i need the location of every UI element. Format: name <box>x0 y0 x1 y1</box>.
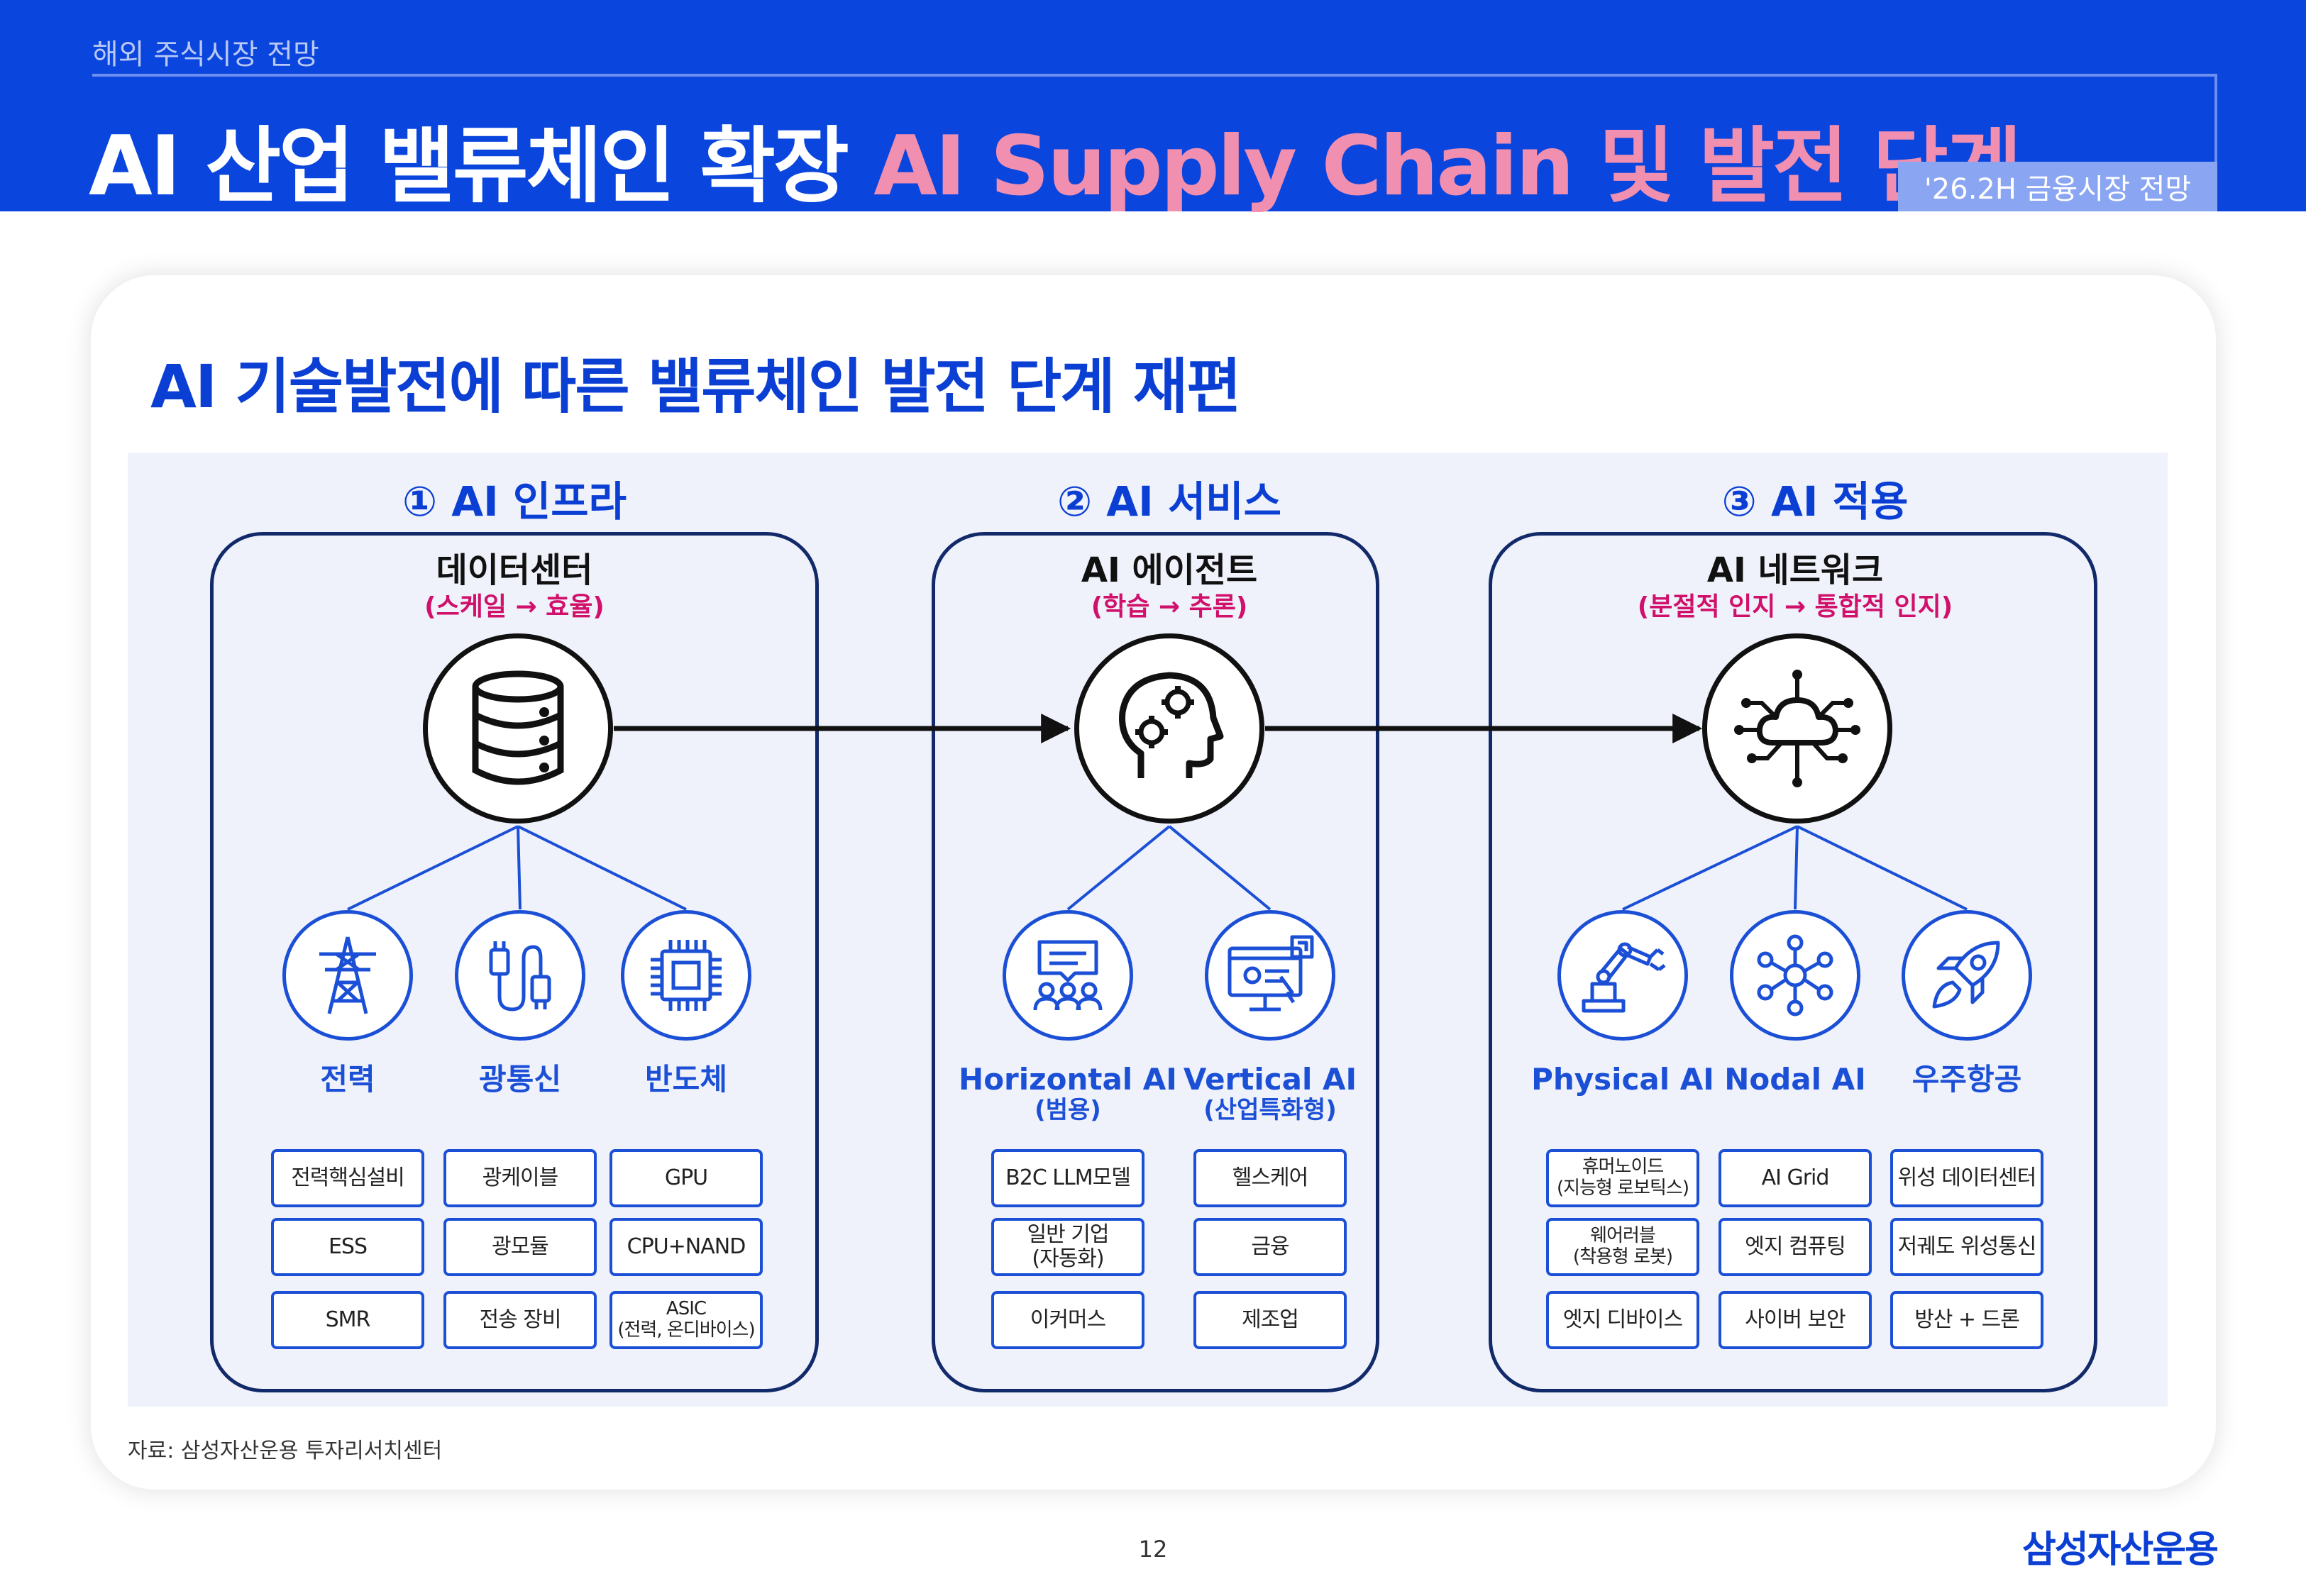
tag-item: 방산 + 드론 <box>1890 1291 2043 1349</box>
branch-paren-horizontal-ai: (범용) <box>1035 1096 1101 1125</box>
page-title-accent: AI Supply Chain 및 발전 단계 <box>873 118 2021 214</box>
branch-label-physical-ai: Physical AI <box>1531 1062 1714 1097</box>
infra-column <box>210 532 819 1392</box>
tag-item: AI Grid <box>1719 1149 1872 1207</box>
ai-network-subtitle: (분절적 인지 → 통합적 인지) <box>1637 592 1953 621</box>
header-band: 해외 주식시장 전망 AI 산업 밸류체인 확장 AI Supply Chain… <box>0 0 2306 214</box>
branch-label-vertical-ai: Vertical AI(산업특화형) <box>1183 1062 1357 1125</box>
power-tower-icon <box>282 910 413 1041</box>
period-badge: '26.2H 금융시장 전망 <box>1898 162 2217 211</box>
ai-agent-title: AI 에이전트 <box>1081 550 1258 590</box>
monitor-profile-icon <box>1205 910 1335 1041</box>
source-note: 자료: 삼성자산운용 투자리서치센터 <box>128 1439 443 1463</box>
ai-agent-subtitle: (학습 → 추론) <box>1091 592 1248 621</box>
tag-item: 엣지 컴퓨팅 <box>1719 1218 1872 1276</box>
branch-label-semiconductor: 반도체 <box>645 1062 727 1097</box>
tag-item: SMR <box>271 1291 424 1349</box>
branch-label-nodal-ai: Nodal AI <box>1724 1062 1866 1097</box>
chat-users-icon <box>1003 910 1133 1041</box>
page-title-main: AI 산업 밸류체인 확장 <box>89 118 849 214</box>
tag-item: 위성 데이터센터 <box>1890 1149 2043 1207</box>
tag-item: 전송 장비 <box>443 1291 597 1349</box>
tag-item: 헬스케어 <box>1193 1149 1347 1207</box>
service-column <box>932 532 1379 1392</box>
tag-item: 웨어러블 (착용형 로봇) <box>1546 1218 1699 1276</box>
branch-label-optical: 광통신 <box>479 1062 561 1097</box>
tag-item: 휴머노이드 (지능형 로보틱스) <box>1546 1149 1699 1207</box>
branch-label-power: 전력 <box>320 1062 375 1097</box>
tag-item: GPU <box>609 1149 763 1207</box>
tag-item: 제조업 <box>1193 1291 1347 1349</box>
database-icon <box>423 633 613 824</box>
company-logo: 삼성자산운용 <box>2021 1529 2219 1571</box>
tag-item: 일반 기업 (자동화) <box>991 1218 1144 1276</box>
chip-icon <box>621 910 751 1041</box>
robot-arm-icon <box>1557 910 1688 1041</box>
tag-item: ASIC (전력, 온디바이스) <box>609 1291 763 1349</box>
stage-infra-label: ① AI 인프라 <box>402 477 627 526</box>
apply-column <box>1489 532 2097 1392</box>
tag-item: 엣지 디바이스 <box>1546 1291 1699 1349</box>
tag-item: B2C LLM모델 <box>991 1149 1144 1207</box>
header-divider <box>92 74 2217 77</box>
card-title: AI 기술발전에 따른 밸류체인 발전 단계 재편 <box>150 352 1241 421</box>
tag-item: ESS <box>271 1218 424 1276</box>
section-label: 해외 주식시장 전망 <box>92 38 319 71</box>
page-title: AI 산업 밸류체인 확장 AI Supply Chain 및 발전 단계 <box>89 99 2022 218</box>
optical-cable-icon <box>455 910 585 1041</box>
header-divider-vertical <box>2214 74 2217 165</box>
cloud-network-icon <box>1702 633 1892 824</box>
rocket-icon <box>1902 910 2032 1041</box>
stage-service-label: ② AI 서비스 <box>1057 477 1282 526</box>
tag-item: 이커머스 <box>991 1291 1144 1349</box>
tag-item: CPU+NAND <box>609 1218 763 1276</box>
tag-item: 금융 <box>1193 1218 1347 1276</box>
branch-label-horizontal-ai: Horizontal AI(범용) <box>959 1062 1177 1125</box>
tag-item: 광케이블 <box>443 1149 597 1207</box>
node-network-icon <box>1730 910 1860 1041</box>
ai-network-title: AI 네트워크 <box>1706 550 1884 590</box>
datacenter-subtitle: (스케일 → 효율) <box>424 592 605 621</box>
tag-item: 광모듈 <box>443 1218 597 1276</box>
branch-label-aerospace: 우주항공 <box>1911 1062 2022 1097</box>
tag-item: 전력핵심설비 <box>271 1149 424 1207</box>
branch-paren-vertical-ai: (산업특화형) <box>1203 1096 1337 1125</box>
stage-apply-label: ③ AI 적용 <box>1721 477 1909 526</box>
tag-item: 저궤도 위성통신 <box>1890 1218 2043 1276</box>
brain-gears-icon <box>1074 633 1264 824</box>
tag-item: 사이버 보안 <box>1719 1291 1872 1349</box>
page-number: 12 <box>1138 1536 1168 1563</box>
datacenter-title: 데이터센터 <box>436 550 593 590</box>
